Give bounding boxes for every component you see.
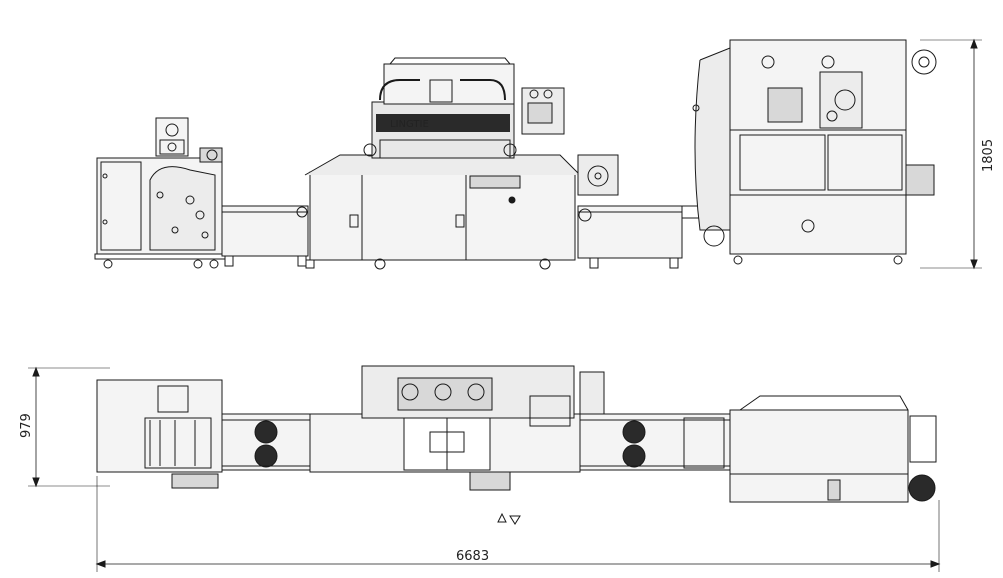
printing-unit: LINGTIE xyxy=(304,57,619,270)
machine-brand-label: LINGTIE xyxy=(390,119,429,130)
top-dryer-unit xyxy=(729,395,937,503)
width-dimension-label: 979 xyxy=(19,413,34,438)
conveyor-section-1 xyxy=(221,205,309,267)
top-printing-unit xyxy=(309,365,605,491)
dryer-rewind-unit xyxy=(692,39,937,265)
top-conveyor-1 xyxy=(221,413,311,471)
length-dimension-label: 6683 xyxy=(456,549,489,564)
conveyor-section-2 xyxy=(577,205,713,269)
width-dimension: 979 xyxy=(19,366,110,488)
unwinder-unit xyxy=(94,117,226,269)
height-dimension-label: 1805 xyxy=(981,139,996,172)
top-unwinder xyxy=(96,379,223,489)
top-conveyor-2 xyxy=(579,413,731,471)
side-view: LINGTIE xyxy=(94,38,996,270)
length-dimension: 6683 xyxy=(95,476,941,572)
operator-marker xyxy=(497,512,521,525)
top-view: 979 6683 xyxy=(19,365,941,572)
height-dimension: 1805 xyxy=(920,38,996,270)
